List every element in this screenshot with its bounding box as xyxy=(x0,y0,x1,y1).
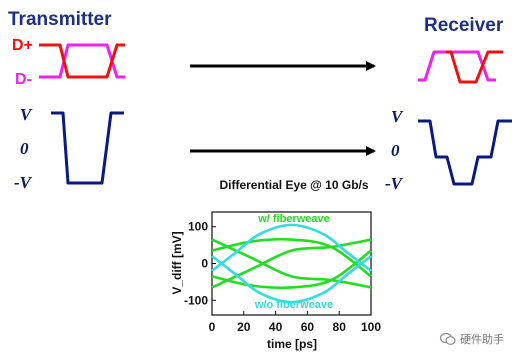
d-plus-label: D+ xyxy=(12,37,33,54)
tx-v-high-label: V xyxy=(20,105,32,124)
y-axis-title: V_diff [mV] xyxy=(170,231,184,294)
rx-v-zero-label: 0 xyxy=(391,141,400,160)
x-tick-label-1: 20 xyxy=(237,320,251,334)
x-tick-label-3: 60 xyxy=(301,320,315,334)
y-tick-label-2: 100 xyxy=(188,220,208,234)
tx-d-minus-waveform xyxy=(39,43,125,79)
watermark: 硬件助手 xyxy=(439,331,504,347)
x-axis-title: time [ps] xyxy=(267,337,317,351)
rx-v-low-label: -V xyxy=(385,174,402,193)
wechat-icon xyxy=(439,332,456,346)
x-tick-label-0: 0 xyxy=(209,320,216,334)
transmitter-title: Transmitter xyxy=(8,9,112,30)
x-tick-label-5: 100 xyxy=(361,320,381,334)
watermark-text: 硬件助手 xyxy=(460,333,504,346)
series-line-2 xyxy=(211,237,372,278)
tx-v-low-label: -V xyxy=(14,173,31,192)
plot-frame xyxy=(211,211,372,316)
series-line-0 xyxy=(211,238,372,289)
chart-title: Differential Eye @ 10 Gb/s xyxy=(219,178,369,192)
rx-v-high-label: V xyxy=(391,107,403,126)
series-line-1 xyxy=(211,238,372,289)
tx-v-zero-label: 0 xyxy=(20,139,29,158)
series-line-4 xyxy=(211,223,372,272)
y-tick-label-1: 0 xyxy=(201,257,208,271)
receiver-title: Receiver xyxy=(424,15,504,36)
x-tick-label-4: 80 xyxy=(333,320,347,334)
x-tick-label-2: 40 xyxy=(269,320,283,334)
d-minus-label: D- xyxy=(15,71,32,88)
series-line-5 xyxy=(211,255,372,304)
rx-d-minus-waveform xyxy=(418,50,496,82)
annotation-with-fiberweave: w/ fiberweave xyxy=(257,213,330,225)
tx-d-plus-waveform xyxy=(39,43,125,79)
annotation-without-fiberweave: w/o fiberweave xyxy=(254,299,333,311)
tx-differential-waveform xyxy=(51,111,124,185)
rx-differential-waveform xyxy=(418,119,512,186)
rx-d-plus-waveform xyxy=(446,50,503,84)
series-line-3 xyxy=(211,249,372,290)
y-tick-label-0: -100 xyxy=(184,293,208,307)
